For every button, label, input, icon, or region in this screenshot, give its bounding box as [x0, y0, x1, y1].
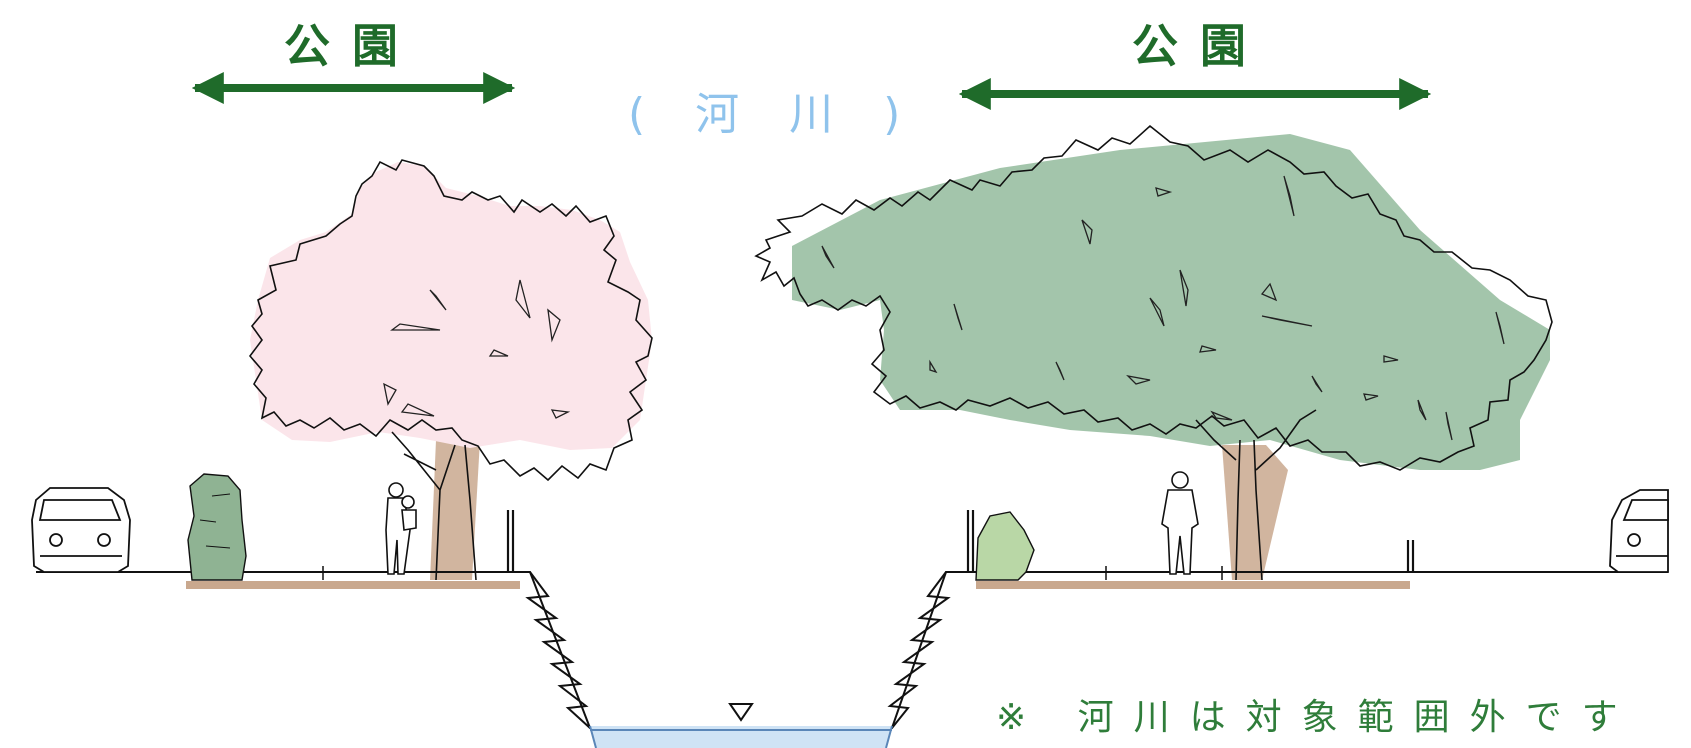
person-carrying-child-icon — [385, 482, 417, 575]
park-label-right: 公園 — [1132, 19, 1268, 73]
cherry-tree — [248, 159, 653, 581]
revetment-left — [525, 571, 591, 729]
water-level-triangle-icon — [728, 703, 754, 722]
car-left-icon — [31, 487, 131, 573]
railing-posts — [506, 510, 1415, 572]
shrub-left — [187, 473, 247, 581]
park-label-left: 公園 — [284, 19, 420, 73]
large-tree — [754, 124, 1553, 581]
shrub-right — [975, 511, 1035, 581]
person-icon — [1161, 471, 1199, 575]
river-label: ( 河 川 ) — [628, 89, 919, 140]
park-band-right — [976, 581, 1410, 589]
river-water — [589, 725, 893, 748]
car-right-icon — [1609, 489, 1669, 573]
out-of-scope-note: ※ 河川は対象範囲外です — [996, 697, 1638, 738]
revetment-right — [887, 571, 951, 729]
park-band-left — [186, 581, 520, 589]
